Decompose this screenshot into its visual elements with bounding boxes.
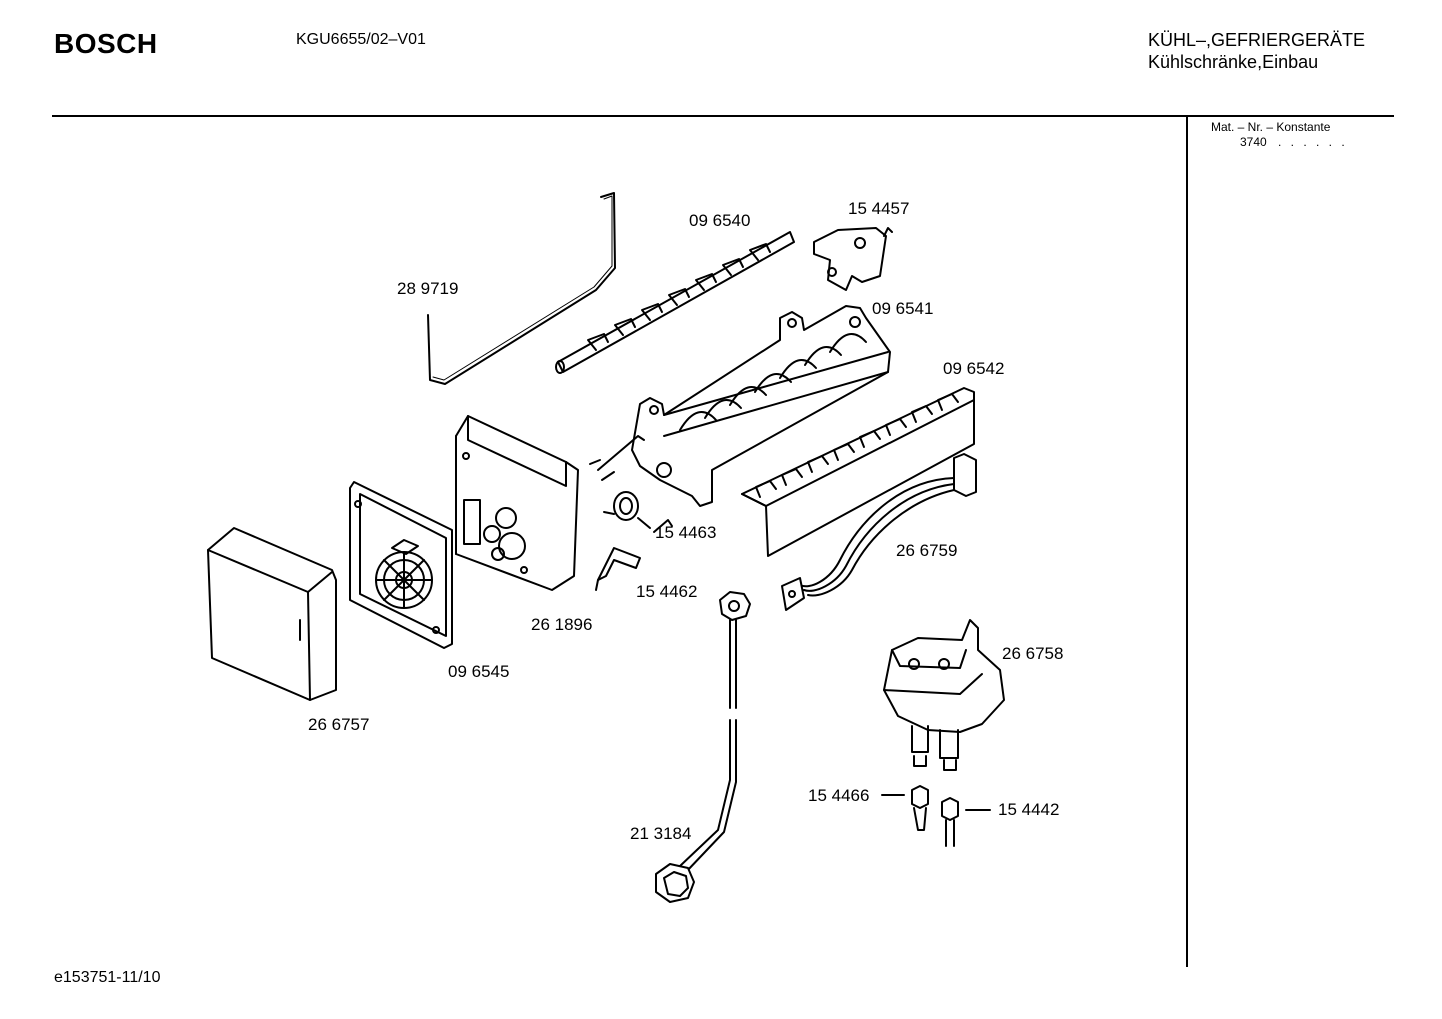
part-label: 26 1896 [531,615,592,634]
part-label: 09 6541 [872,299,933,318]
part-label: 09 6542 [943,359,1004,378]
mat-nr-dots: . . . . . . [1278,135,1348,149]
part-stripper[interactable] [741,387,975,557]
part-clip[interactable] [595,547,641,591]
mat-nr-label: Mat. – Nr. – Konstante [1211,120,1331,134]
part-fill-tube[interactable] [655,591,751,903]
model-number: KGU6655/02–V01 [296,31,426,48]
part-label: 09 6540 [689,211,750,230]
sidebar-divider [1186,117,1188,967]
part-fitting-small[interactable] [881,785,929,831]
part-label: 28 9719 [397,279,458,298]
part-motor-plate[interactable] [349,481,453,649]
document-code: e153751-11/10 [54,969,161,986]
part-label: 26 6759 [896,541,957,560]
part-label: 26 6757 [308,715,369,734]
category-title: KÜHL–,GEFRIERGERÄTE [1148,30,1366,50]
part-housing[interactable] [455,415,579,591]
part-label: 15 4466 [808,786,869,805]
part-mold-tray[interactable] [589,305,891,507]
part-label: 26 6758 [1002,644,1063,663]
part-label: 21 3184 [630,824,691,843]
part-label: 09 6545 [448,662,509,681]
part-label: 15 4462 [636,582,697,601]
part-label: 15 4457 [848,199,909,218]
part-fitting[interactable] [941,797,991,847]
part-ejector-shaft[interactable] [555,231,795,374]
part-label: 15 4463 [655,523,716,542]
part-labels: 28 9719 09 6540 15 4457 09 6541 09 6542 … [308,199,1063,843]
mat-nr-value: 3740 [1240,135,1267,149]
part-thermostat[interactable] [603,491,673,533]
part-cover[interactable] [207,527,337,701]
part-wire-bail[interactable] [427,192,616,385]
header-divider [52,115,1394,117]
category-subtitle: Kühlschränke,Einbau [1148,52,1319,72]
part-wire-harness[interactable] [781,453,977,611]
part-bracket[interactable] [813,227,893,291]
part-water-valve[interactable] [883,619,1005,771]
brand-logo: BOSCH [54,28,158,59]
part-label: 15 4442 [998,800,1059,819]
